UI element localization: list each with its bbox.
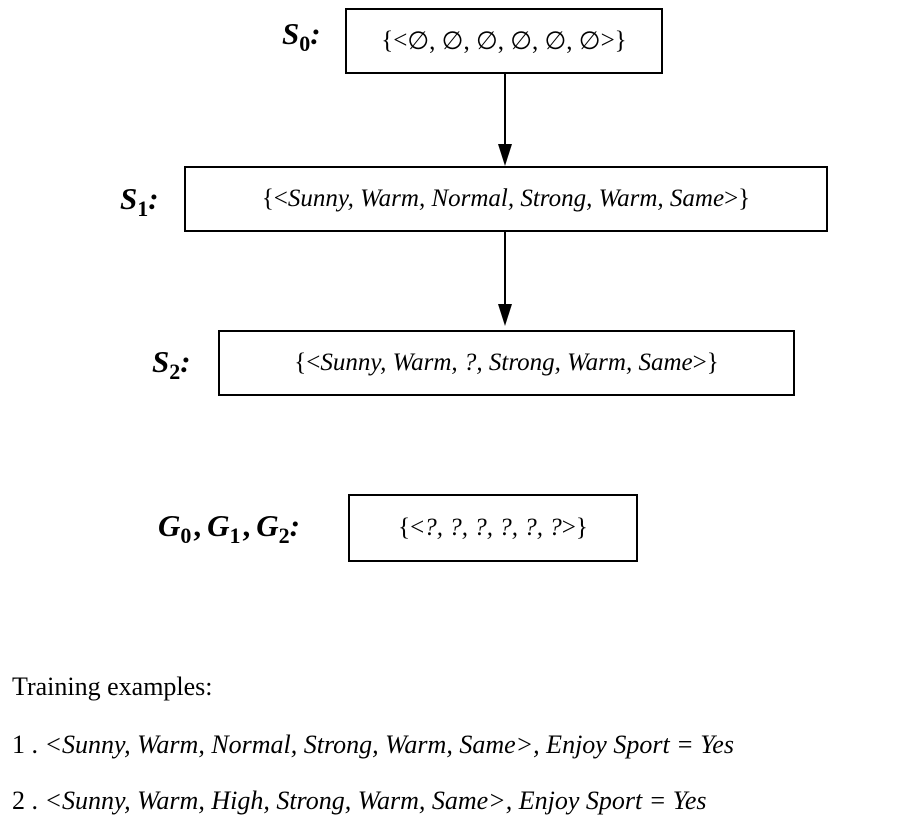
s2-box: {< Sunny, Warm, ?, Strong, Warm, Same >} [218, 330, 795, 396]
s2-open: {< [294, 349, 321, 376]
s1-colon: : [148, 181, 159, 216]
g0-letter: G [158, 508, 181, 543]
s2-label: S2: [152, 346, 191, 383]
g-sep-1: , [193, 508, 202, 543]
g-sep-2: , [242, 508, 251, 543]
arrow-s0-s1 [498, 74, 512, 166]
s0-subscript: 0 [299, 31, 311, 56]
g2-letter: G [256, 508, 279, 543]
g2-subscript: 2 [278, 523, 290, 548]
example-2-number: 2 . [12, 786, 38, 815]
s1-close: >} [724, 185, 751, 212]
s1-subscript: 1 [137, 196, 149, 221]
example-1-number: 1 . [12, 730, 38, 759]
s0-hypothesis: ∅, ∅, ∅, ∅, ∅, ∅ [407, 28, 601, 55]
training-example-2: 2 . <Sunny, Warm, High, Strong, Warm, Sa… [12, 786, 706, 816]
g-open: {< [398, 514, 425, 541]
s1-box: {< Sunny, Warm, Normal, Strong, Warm, Sa… [184, 166, 828, 232]
s0-letter: S [282, 16, 300, 51]
s2-letter: S [152, 344, 170, 379]
s1-open: {< [261, 185, 288, 212]
s2-close: >} [692, 349, 719, 376]
s0-label: S0: [282, 18, 321, 55]
g-colon: : [289, 508, 300, 543]
training-heading: Training examples: [12, 672, 213, 701]
g-labels: G0,G1,G2: [158, 510, 300, 547]
g-hypothesis: ?, ?, ?, ?, ?, ? [424, 514, 562, 541]
s2-subscript: 2 [169, 359, 181, 384]
s1-letter: S [120, 181, 138, 216]
example-1-text: <Sunny, Warm, Normal, Strong, Warm, Same… [44, 730, 734, 759]
s0-open: {< [381, 27, 408, 54]
g1-letter: G [207, 508, 230, 543]
training-example-1: 1 . <Sunny, Warm, Normal, Strong, Warm, … [12, 730, 734, 760]
example-2-text: <Sunny, Warm, High, Strong, Warm, Same>,… [44, 786, 707, 815]
s1-hypothesis: Sunny, Warm, Normal, Strong, Warm, Same [287, 185, 725, 212]
arrow-s1-s2 [498, 232, 512, 326]
g-box: {< ?, ?, ?, ?, ?, ? >} [348, 494, 638, 562]
s1-label: S1: [120, 183, 159, 220]
s0-colon: : [310, 16, 321, 51]
g1-subscript: 1 [229, 523, 241, 548]
s0-close: >} [600, 27, 627, 54]
g0-subscript: 0 [180, 523, 192, 548]
s2-colon: : [180, 344, 191, 379]
g-close: >} [561, 514, 588, 541]
s2-hypothesis: Sunny, Warm, ?, Strong, Warm, Same [320, 349, 693, 376]
s0-box: {< ∅, ∅, ∅, ∅, ∅, ∅ >} [345, 8, 663, 74]
